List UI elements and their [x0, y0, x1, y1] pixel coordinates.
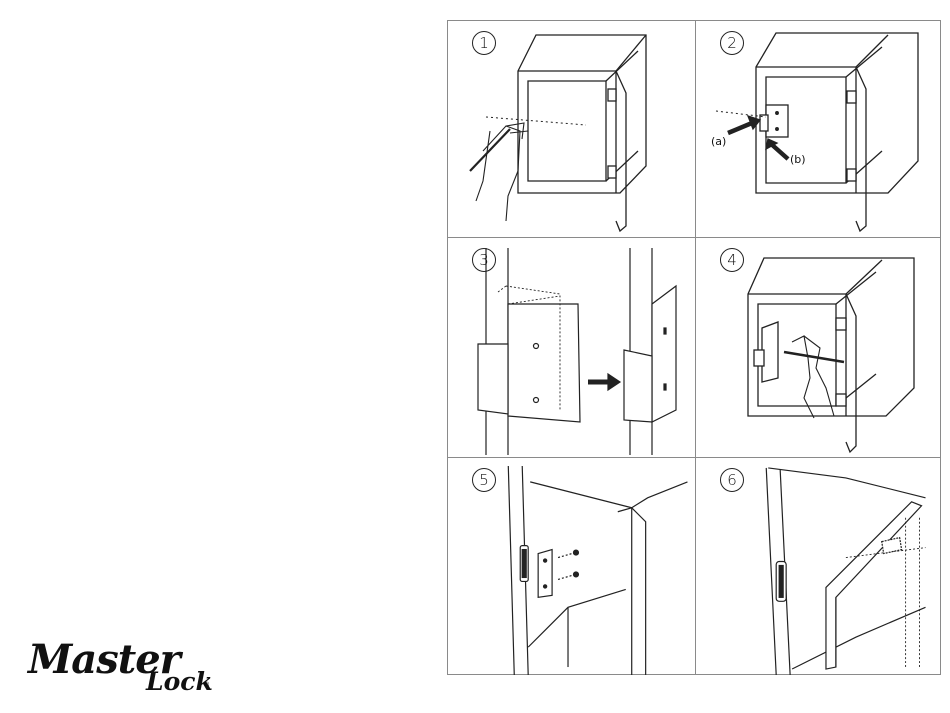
step-number-3: 3	[472, 248, 496, 272]
step-6-panel: 6	[696, 458, 942, 675]
step-5-panel: 5	[448, 458, 694, 675]
step-4-panel: 4	[696, 238, 942, 455]
instruction-grid: 1 2 (a) (b)	[447, 20, 941, 675]
brand-logo-line2: Lock	[146, 668, 213, 696]
arrow-label-a: (a)	[711, 135, 726, 148]
brand-logo: Master Lock ®	[28, 640, 218, 698]
arrow-label-b: (b)	[790, 153, 806, 166]
step-1-panel: 1	[448, 21, 694, 238]
registered-mark: ®	[204, 682, 209, 689]
step-number-1: 1	[472, 31, 496, 55]
step-number-2: 2	[720, 31, 744, 55]
step-3-panel: 3	[448, 238, 694, 455]
step-number-5: 5	[472, 468, 496, 492]
step-number-4: 4	[720, 248, 744, 272]
step-2-panel: 2 (a) (b)	[696, 21, 942, 238]
step-number-6: 6	[720, 468, 744, 492]
